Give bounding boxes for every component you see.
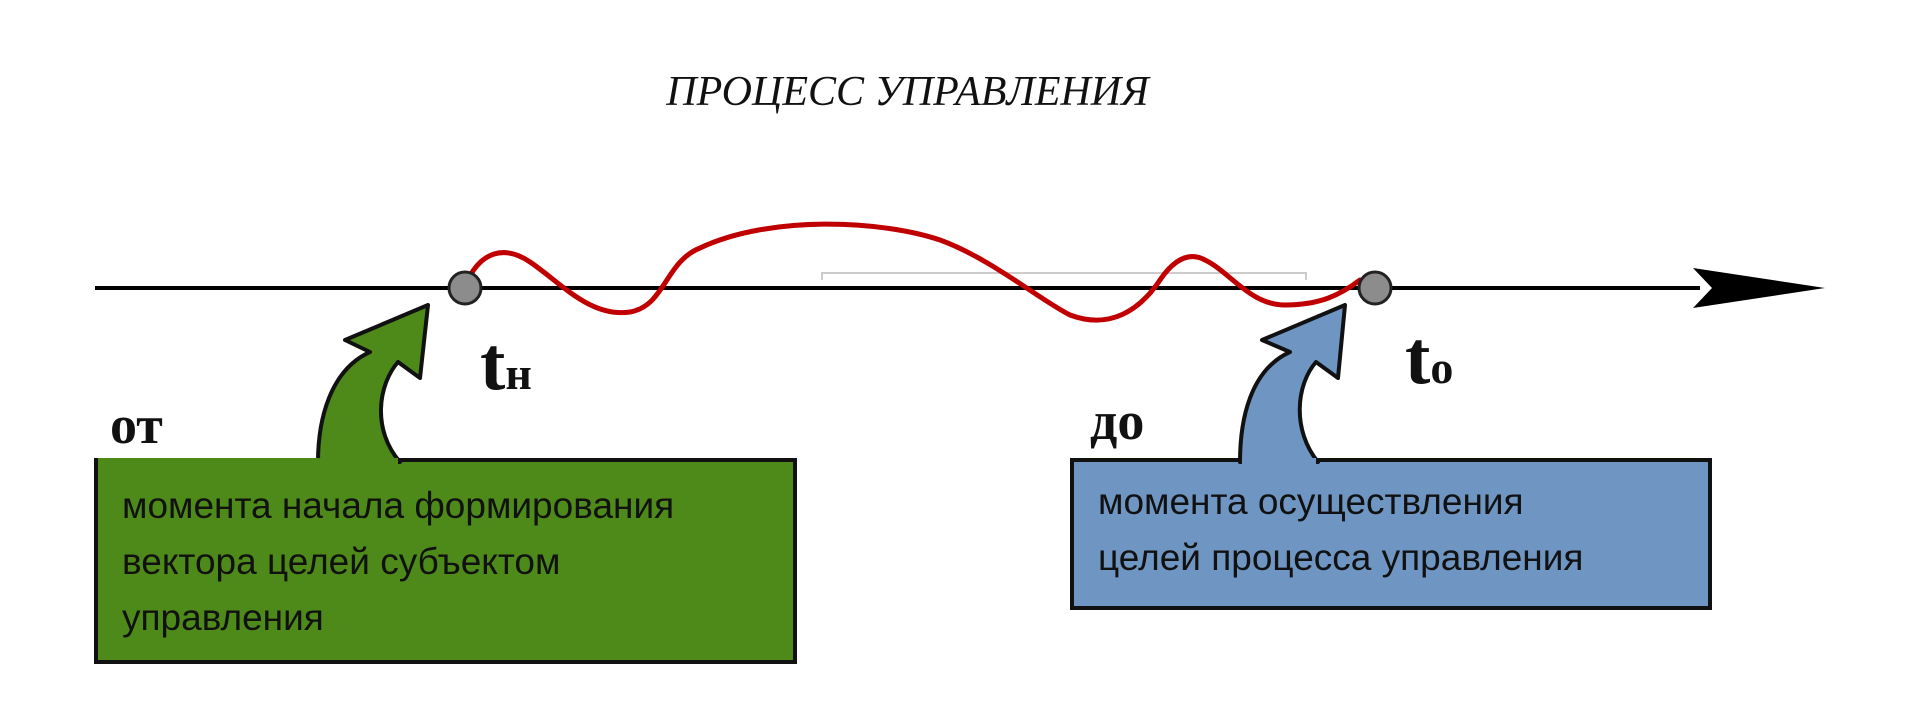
start-time-symbol: t bbox=[480, 322, 506, 406]
axis-arrowhead bbox=[1693, 268, 1825, 308]
start-box-line: вектора целей субъектом bbox=[122, 541, 561, 582]
start-callout-arrow bbox=[316, 303, 430, 464]
diagram-title: ПРОЦЕСС УПРАВЛЕНИЯ bbox=[666, 69, 1149, 115]
end-callout bbox=[1070, 458, 1712, 610]
end-box-line: момента осуществления bbox=[1098, 481, 1524, 522]
end-time-subscript: о bbox=[1430, 342, 1454, 393]
end-callout-arrow bbox=[1238, 303, 1347, 464]
end-time-label: tо bbox=[1405, 320, 1453, 396]
end-word: до bbox=[1090, 391, 1145, 451]
end-box-text: момента осуществления целей процесса упр… bbox=[1098, 474, 1583, 586]
start-box-line: управления bbox=[122, 597, 324, 638]
start-point bbox=[447, 270, 483, 306]
start-box-line: момента начала формирования bbox=[122, 485, 675, 526]
process-curve bbox=[462, 221, 1363, 323]
end-box-line: целей процесса управления bbox=[1098, 537, 1584, 578]
faint-bracket bbox=[821, 272, 1307, 280]
end-point bbox=[1357, 270, 1393, 306]
end-time-symbol: t bbox=[1405, 316, 1431, 400]
start-box-text: момента начала формирования вектора целе… bbox=[122, 478, 674, 646]
start-time-label: tн bbox=[480, 326, 532, 402]
start-word: от bbox=[110, 395, 163, 455]
start-time-subscript: н bbox=[505, 348, 532, 399]
start-callout bbox=[94, 458, 797, 664]
